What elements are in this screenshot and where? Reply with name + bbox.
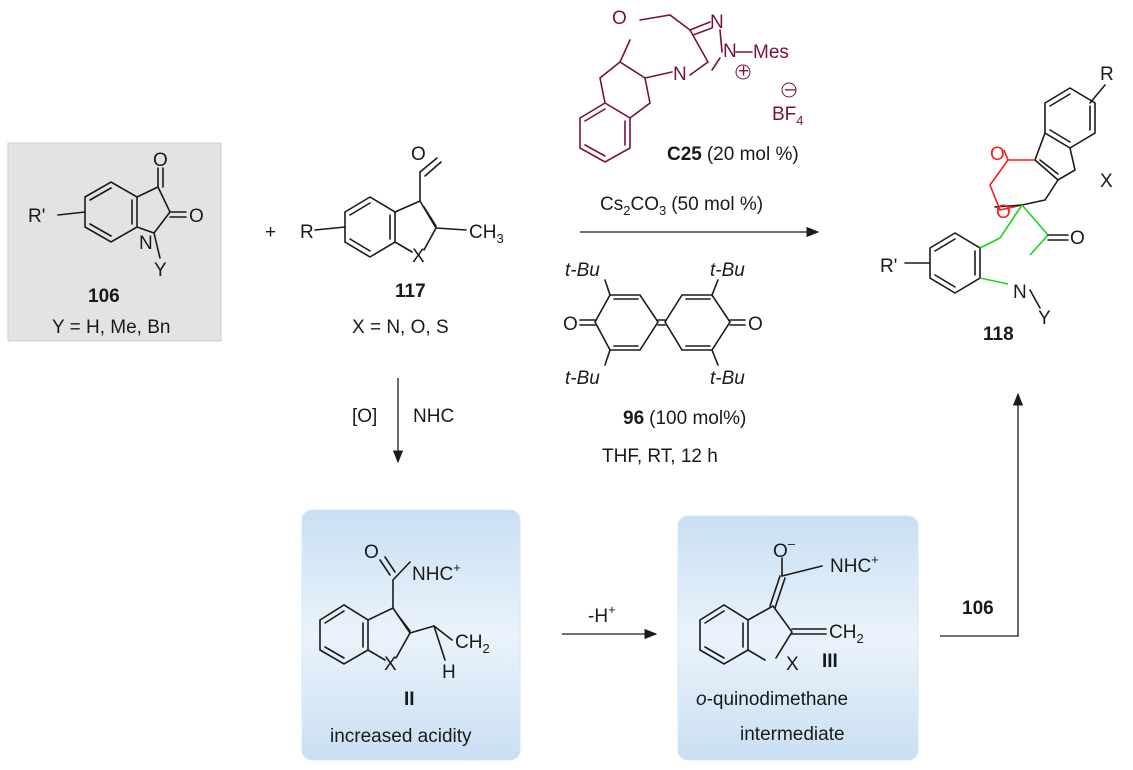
compound-118-n: N xyxy=(1013,282,1027,303)
oxidant-tbu-3: t-Bu xyxy=(565,368,600,389)
nhc-label: NHC xyxy=(413,406,454,427)
compound-106-o1: O xyxy=(153,150,168,171)
oxidant-o-left: O xyxy=(563,314,578,335)
catalyst-plus: + xyxy=(738,61,749,82)
compound-118-r: R xyxy=(1100,64,1114,85)
intermediate-ii-ch2: CH2 xyxy=(455,632,490,656)
intermediate-iii-ch2: CH2 xyxy=(829,622,864,646)
compound-117: O R X CH3 117 X = N, O, S xyxy=(300,144,504,338)
oxidant-96: O O t-Bu t-Bu t-Bu t-Bu 96(100 mol%) THF… xyxy=(563,260,763,467)
compound-106-o2: O xyxy=(189,206,204,227)
solvent-conditions: THF, RT, 12 h xyxy=(602,446,718,467)
intermediate-ii-o: O xyxy=(364,542,379,563)
plus-sign: + xyxy=(265,222,276,243)
compound-117-r: R xyxy=(300,222,314,243)
compound-117-label: 117 xyxy=(395,281,426,302)
compound-106-box xyxy=(7,142,222,342)
base-text: Cs2CO3(50 mol %) xyxy=(600,194,763,218)
oxidant-label: 96 xyxy=(623,408,644,429)
compound-106-label: 106 xyxy=(88,286,120,307)
catalyst-minus: – xyxy=(785,79,796,100)
compound-117-note: X = N, O, S xyxy=(352,317,449,338)
compound-106-note: Y = H, Me, Bn xyxy=(52,317,170,338)
annulation-label: 106 xyxy=(962,598,994,619)
intermediate-iii: O– NHC+ CH2 X III o-quinodimethane inter… xyxy=(677,515,919,761)
catalyst-counterion: BF4 xyxy=(772,104,804,128)
oxidant-tbu-4: t-Bu xyxy=(710,368,745,389)
oxidant-loading: (100 mol%) xyxy=(649,408,746,429)
catalyst-c25: O N N N Mes + – BF4 C25(20 mol %) xyxy=(579,8,804,165)
compound-117-aldehyde-o: O xyxy=(411,144,426,165)
intermediate-ii-box xyxy=(301,509,521,761)
compound-118-o-ring: O xyxy=(996,202,1011,223)
compound-106: O O N Y R' 106 Y = H, Me, Bn xyxy=(7,142,222,342)
compound-106-r: R' xyxy=(28,206,45,227)
compound-117-methyl: CH3 xyxy=(469,222,504,246)
compound-118-y: Y xyxy=(1038,308,1051,329)
oxidant-tbu-2: t-Bu xyxy=(710,260,745,281)
intermediate-iii-note2: intermediate xyxy=(740,724,845,745)
intermediate-ii-label: II xyxy=(404,689,415,710)
intermediate-ii: O NHC+ CH2 H X II increased acidity xyxy=(301,509,521,761)
catalyst-mes: Mes xyxy=(753,42,789,63)
intermediate-iii-box xyxy=(677,515,919,761)
catalyst-n2: N xyxy=(723,41,737,62)
catalyst-n1: N xyxy=(710,12,724,33)
oxidant-label-line: 96(100 mol%) xyxy=(623,408,746,429)
deprotonation-label: -H+ xyxy=(588,602,616,627)
compound-118-o-lactam: O xyxy=(1070,228,1085,249)
oxidant-tbu-1: t-Bu xyxy=(565,260,600,281)
intermediate-ii-nhc: NHC+ xyxy=(412,560,461,585)
intermediate-iii-x: X xyxy=(786,654,799,675)
compound-118-x: X xyxy=(1100,171,1113,192)
catalyst-label: C25 xyxy=(667,144,702,165)
compound-118-o-carbonyl: O xyxy=(990,144,1005,165)
catalyst-label-line: C25(20 mol %) xyxy=(667,144,799,165)
compound-118-label: 118 xyxy=(983,324,1014,345)
catalyst-loading: (20 mol %) xyxy=(707,144,799,165)
annulation-arrow xyxy=(940,392,1024,637)
compound-118-r-prime: R' xyxy=(880,256,897,277)
conditions-base: Cs2CO3(50 mol %) xyxy=(600,194,763,218)
intermediate-ii-h: H xyxy=(442,662,456,683)
compound-118: O O O X R R' N Y 118 xyxy=(880,64,1114,345)
intermediate-ii-note: increased acidity xyxy=(330,726,472,747)
catalyst-n3: N xyxy=(673,64,687,85)
catalyst-o: O xyxy=(612,8,627,29)
intermediate-ii-x: X xyxy=(384,654,397,675)
intermediate-iii-o: O– xyxy=(773,536,796,562)
oxidation-label: [O] xyxy=(352,406,377,427)
oxidant-o-right: O xyxy=(748,314,763,335)
compound-117-x: X xyxy=(412,246,425,267)
compound-106-n: N xyxy=(139,233,153,254)
intermediate-iii-label: III xyxy=(822,651,838,672)
intermediate-iii-nhc: NHC+ xyxy=(830,552,879,577)
intermediate-iii-note: o-quinodimethane xyxy=(696,689,848,710)
compound-106-y: Y xyxy=(154,260,167,281)
